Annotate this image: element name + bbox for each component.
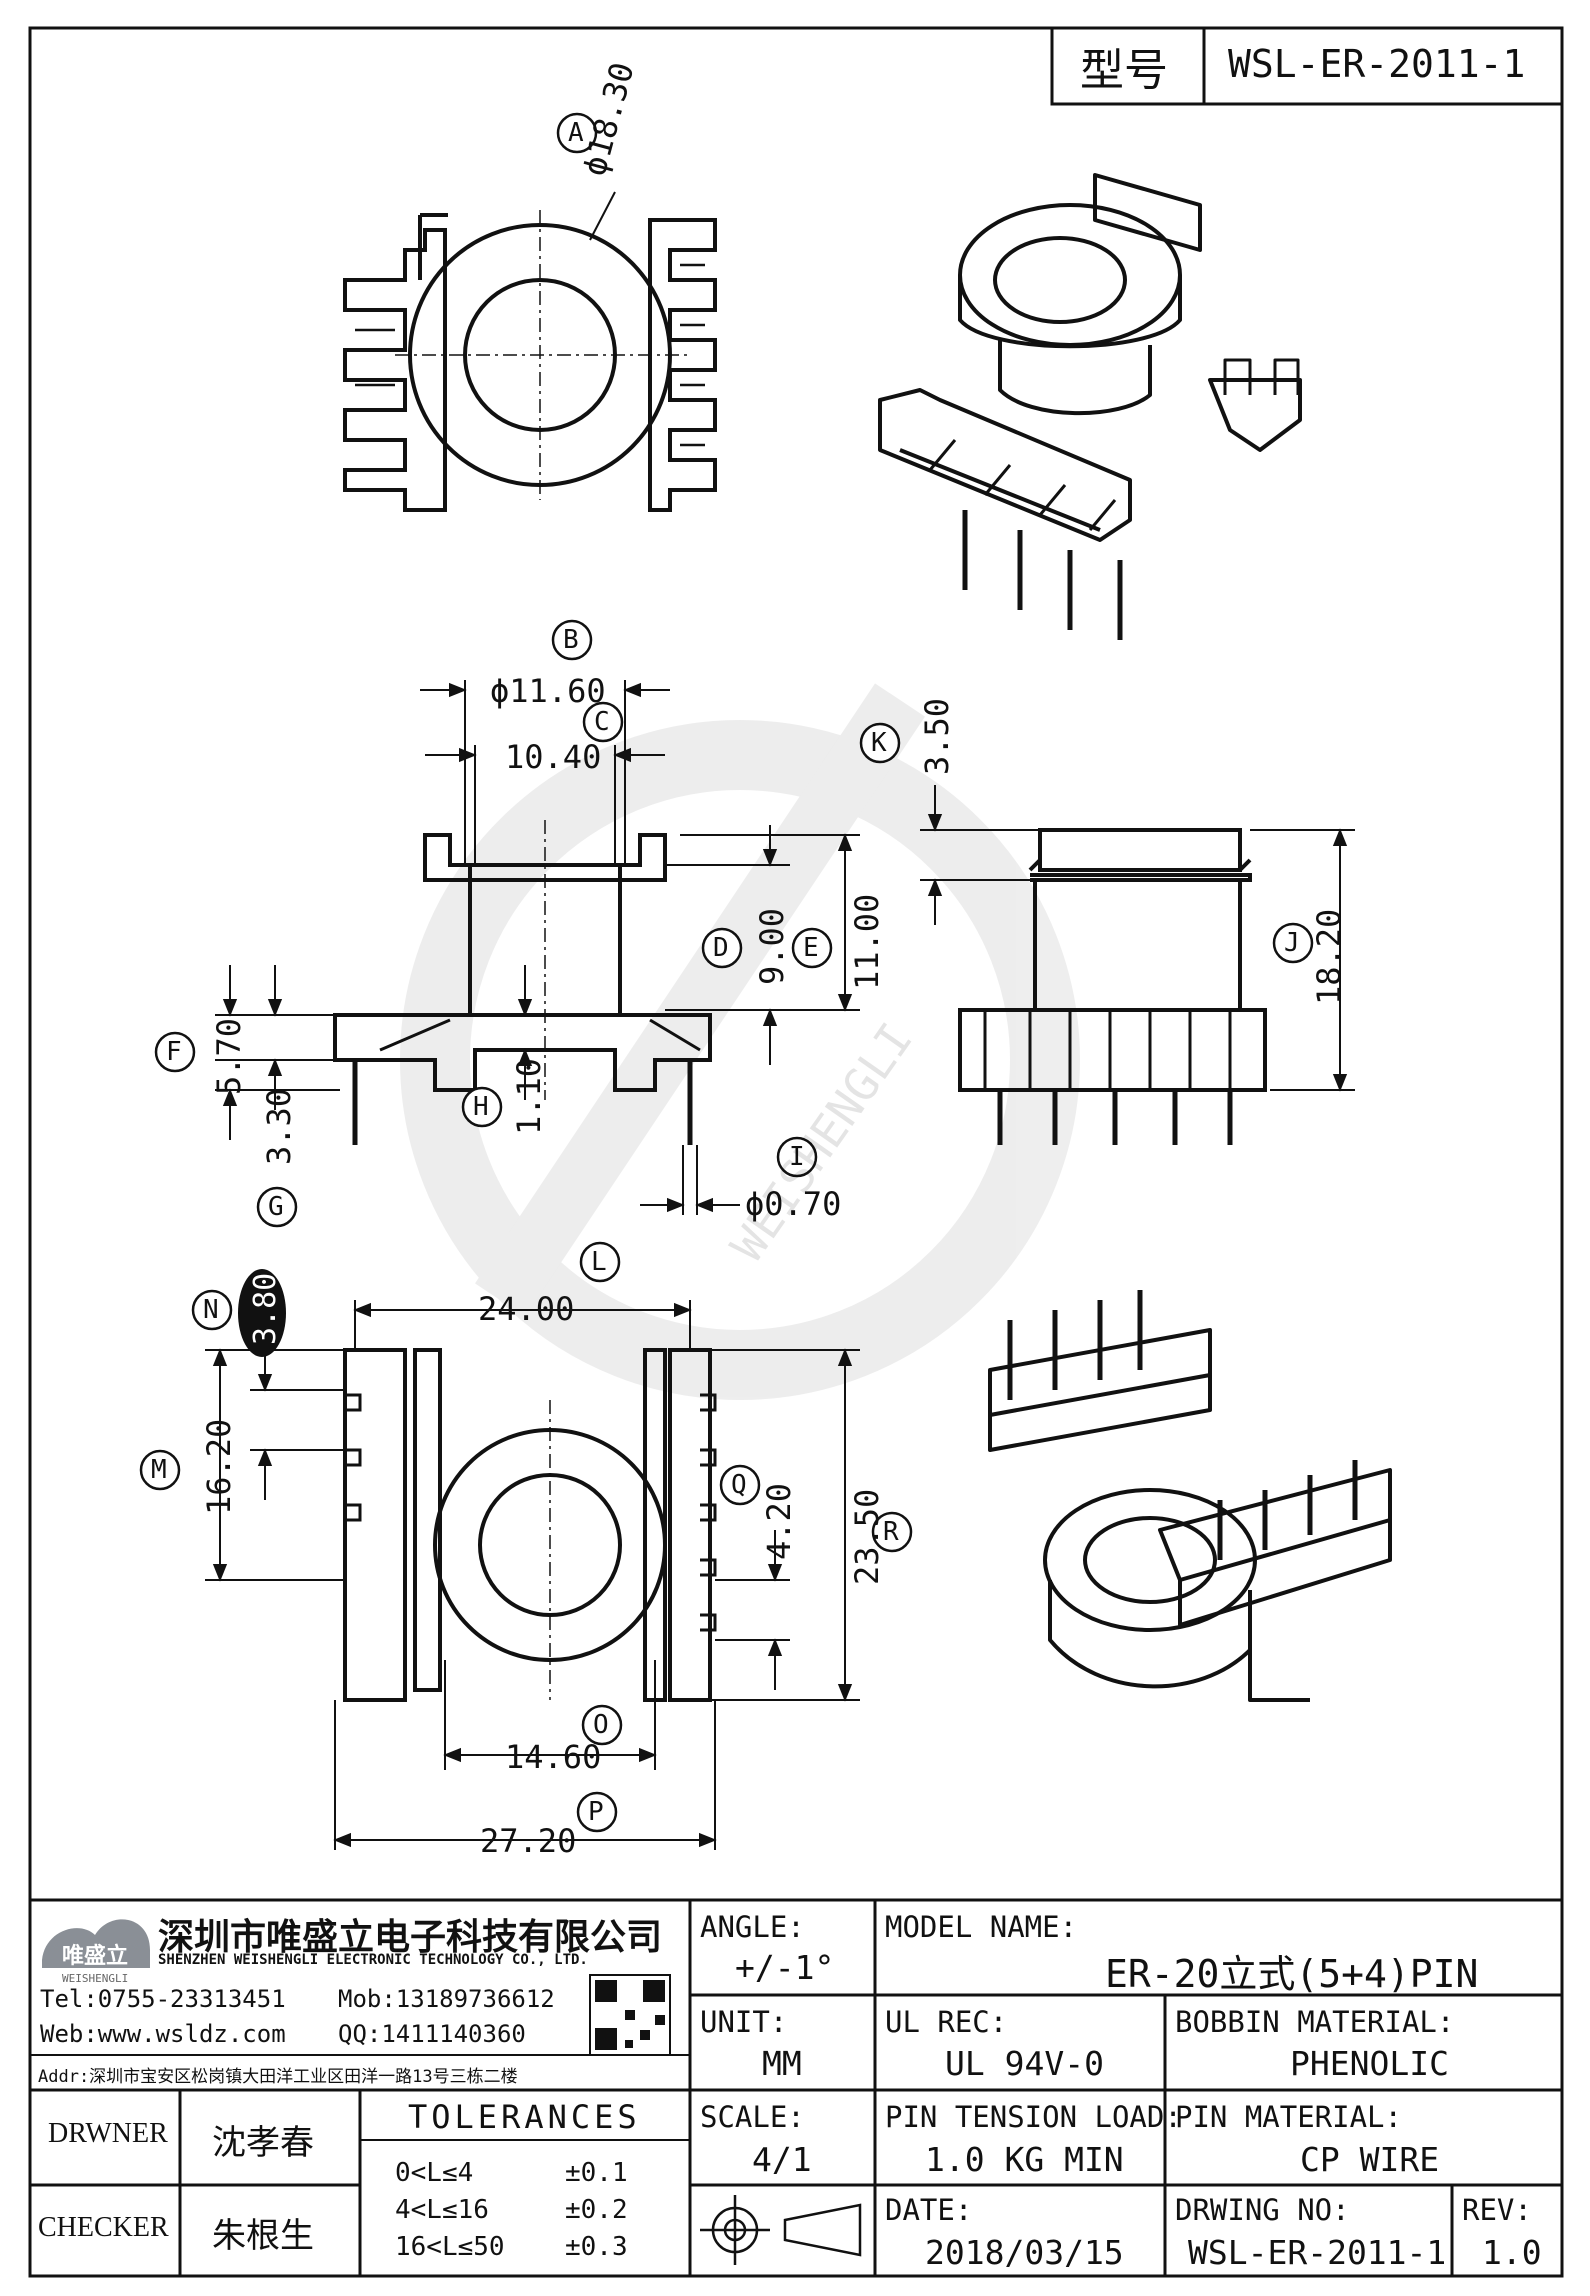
- n-highlight-oval: [238, 1269, 286, 1357]
- dim-j-value: 18.20: [1310, 908, 1348, 1005]
- dim-p-value: 27.20: [480, 1822, 577, 1860]
- model-header-box: [1050, 26, 1564, 106]
- drwner-value: 沈孝春: [212, 2123, 314, 2163]
- tol-range-2: 4<L≤16: [395, 2195, 489, 2225]
- title-block-grid: [30, 1898, 1562, 2276]
- company-logo-sub: WEISHENGLI: [62, 1972, 129, 1985]
- unit-label: UNIT:: [700, 2005, 788, 2039]
- model-name-label: MODEL NAME:: [885, 1910, 1078, 1944]
- top-view: [343, 191, 717, 512]
- company-name-en: SHENZHEN WEISHENGLI ELECTRONIC TECHNOLOG…: [158, 1952, 588, 1968]
- rev-value: 1.0: [1482, 2233, 1542, 2272]
- balloon-q: Q: [731, 1470, 747, 1500]
- balloon-g: G: [268, 1192, 284, 1222]
- balloon-b: B: [563, 625, 579, 655]
- ul-label: UL REC:: [885, 2005, 1008, 2039]
- checker-label: CHECKER: [38, 2212, 169, 2243]
- dim-b-value: ϕ11.60: [490, 672, 606, 710]
- tol-range-1: 0<L≤4: [395, 2158, 474, 2188]
- dim-e-value: 11.00: [848, 893, 886, 990]
- balloon-j: J: [1284, 928, 1300, 958]
- company-address: Addr:深圳市宝安区松岗镇大田洋工业区田洋一路13号三栋二楼: [38, 2067, 518, 2087]
- unit-value: MM: [762, 2044, 802, 2083]
- company-qq: QQ:1411140360: [338, 2020, 526, 2048]
- pin-tension-label: PIN TENSION LOAD:: [885, 2100, 1182, 2134]
- dim-l-value: 24.00: [478, 1290, 575, 1328]
- ul-value: UL 94V-0: [945, 2044, 1104, 2083]
- date-label: DATE:: [885, 2193, 973, 2227]
- balloon-n: N: [203, 1295, 219, 1325]
- company-web: Web:www.wsldz.com: [40, 2020, 286, 2048]
- scale-value: 4/1: [752, 2140, 812, 2179]
- balloon-p: P: [588, 1797, 604, 1827]
- qr-code: [589, 1974, 671, 2056]
- dim-f-value: 5.70: [210, 1017, 248, 1095]
- model-number: WSL-ER-2011-1: [1228, 42, 1526, 86]
- company-logo-text: 唯盛立: [62, 1943, 129, 1969]
- balloon-i: I: [789, 1142, 805, 1172]
- dim-h-value: 1.10: [510, 1057, 548, 1135]
- company-logo-icon: [42, 1919, 150, 1968]
- watermark-logo: [400, 683, 1080, 1400]
- company-mob: Mob:13189736612: [338, 1985, 555, 2013]
- dim-k-value: 3.50: [918, 697, 956, 775]
- dim-q-value: 4.20: [760, 1482, 798, 1560]
- balloon-o: O: [593, 1710, 609, 1740]
- balloon-e: E: [803, 933, 819, 963]
- projection-symbol: [700, 2195, 862, 2265]
- balloon-c: C: [594, 707, 610, 737]
- drawing-no-value: WSL-ER-2011-1: [1188, 2233, 1447, 2272]
- angle-label: ANGLE:: [700, 1910, 805, 1944]
- balloon-h: H: [473, 1092, 489, 1122]
- balloon-a: A: [568, 118, 584, 148]
- pin-material-label: PIN MATERIAL:: [1175, 2100, 1402, 2134]
- dimension-lines: [205, 680, 1355, 1850]
- model-label: 型号: [1080, 45, 1168, 96]
- model-name-value: ER-20立式(5+4)PIN: [1105, 1952, 1479, 1996]
- balloon-markers: [139, 112, 1314, 1833]
- side-view: [958, 828, 1267, 1145]
- company-tel: Tel:0755-23313451: [40, 1985, 286, 2013]
- bobbin-material-value: PHENOLIC: [1290, 2044, 1449, 2083]
- front-view: [333, 820, 712, 1145]
- balloon-k: K: [871, 728, 887, 758]
- dim-r-value: 23.50: [848, 1488, 886, 1585]
- date-value: 2018/03/15: [925, 2233, 1124, 2272]
- dim-m-value: 16.20: [200, 1418, 238, 1515]
- balloon-r: R: [883, 1517, 899, 1547]
- dim-c-value: 10.40: [505, 738, 602, 776]
- dim-i-value: ϕ0.70: [745, 1185, 842, 1223]
- pin-tension-value: 1.0 KG MIN: [925, 2140, 1124, 2179]
- isometric-view-bottom: [988, 1290, 1392, 1702]
- drwner-label: DRWNER: [48, 2118, 168, 2149]
- tol-range-3: 16<L≤50: [395, 2232, 505, 2262]
- drawing-border: [28, 26, 1564, 2278]
- dim-n-value: 3.80: [248, 1272, 283, 1345]
- tolerances-heading: TOLERANCES: [408, 2098, 641, 2136]
- company-name-cn: 深圳市唯盛立电子科技有限公司: [158, 1916, 663, 1958]
- dim-d-value: 9.00: [753, 907, 791, 985]
- tol-value-3: ±0.3: [565, 2232, 628, 2262]
- isometric-view-top: [878, 173, 1302, 640]
- balloon-m: M: [151, 1455, 167, 1485]
- balloon-d: D: [713, 933, 729, 963]
- pin-material-value: CP WIRE: [1300, 2140, 1440, 2179]
- angle-value: +/-1°: [735, 1948, 835, 1987]
- dim-g-value: 3.30: [260, 1087, 298, 1165]
- tol-value-1: ±0.1: [565, 2158, 628, 2188]
- scale-label: SCALE:: [700, 2100, 805, 2134]
- bottom-view: [343, 1348, 717, 1702]
- dim-o-value: 14.60: [505, 1738, 602, 1776]
- bobbin-material-label: BOBBIN MATERIAL:: [1175, 2005, 1455, 2039]
- balloon-l: L: [591, 1247, 607, 1277]
- drawing-no-label: DRWING NO:: [1175, 2193, 1350, 2227]
- checker-value: 朱根生: [212, 2216, 314, 2256]
- tol-value-2: ±0.2: [565, 2195, 628, 2225]
- rev-label: REV:: [1462, 2193, 1532, 2227]
- balloon-f: F: [166, 1037, 182, 1067]
